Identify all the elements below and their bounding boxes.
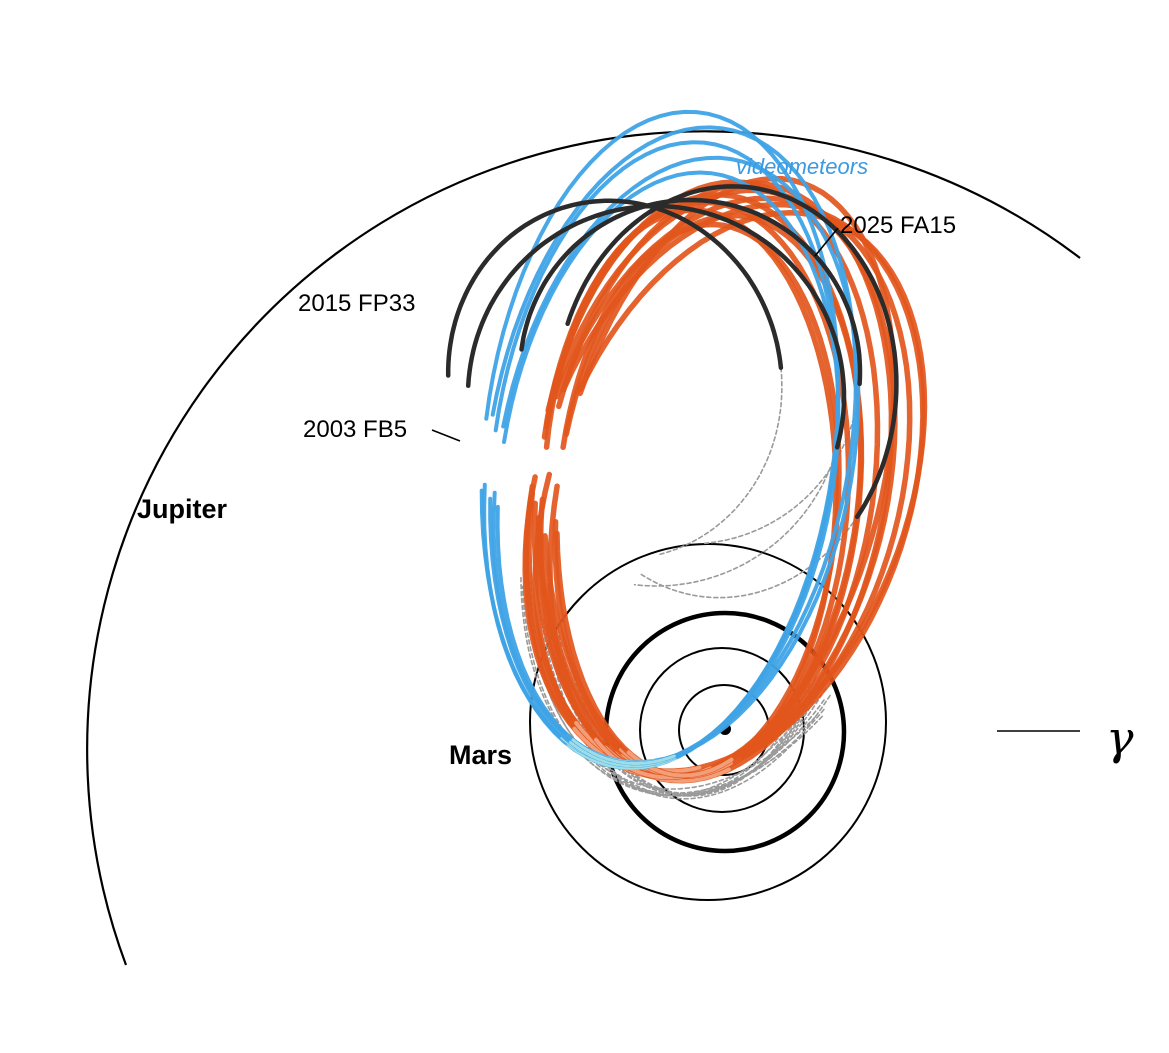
label-videometeors: videometeors — [736, 154, 868, 179]
label-jupiter: Jupiter — [137, 494, 228, 524]
label-2025-fa15: 2025 FA15 — [840, 212, 956, 239]
black-orbit — [565, 184, 899, 520]
gray-orbit-segment — [520, 575, 823, 795]
label-mars: Mars — [449, 740, 512, 770]
label-vernal-gamma: γ — [1106, 711, 1134, 765]
blue-orbits — [479, 109, 861, 771]
leader-2025 — [814, 227, 839, 257]
gray-orbit-segment — [545, 588, 814, 797]
orange-orbit — [554, 221, 842, 779]
orange-orbit — [532, 210, 928, 774]
orange-orbit — [547, 175, 897, 781]
leader-2003 — [431, 429, 461, 442]
black-orbit — [465, 203, 847, 450]
leader-lines — [431, 227, 839, 442]
black-orbits — [445, 184, 899, 520]
label-2015-fp33: 2015 FP33 — [298, 290, 415, 317]
gray-orbit-segment — [560, 627, 811, 795]
blue-orbit — [482, 125, 858, 767]
blue-orbit — [495, 170, 841, 766]
asteroid-belt-ring — [529, 543, 887, 901]
gray-orbit-segment — [657, 366, 783, 556]
gray-orbit-segment — [633, 446, 838, 587]
black-orbit — [519, 197, 863, 387]
blue-orbit-perihelion — [571, 738, 676, 765]
jupiter-orbit — [86, 130, 1081, 966]
gray-orbit-segment — [703, 383, 861, 545]
black-orbit — [445, 198, 784, 378]
gray-orbit-segment — [555, 617, 819, 796]
label-2003-fb5: 2003 FB5 — [303, 416, 407, 443]
